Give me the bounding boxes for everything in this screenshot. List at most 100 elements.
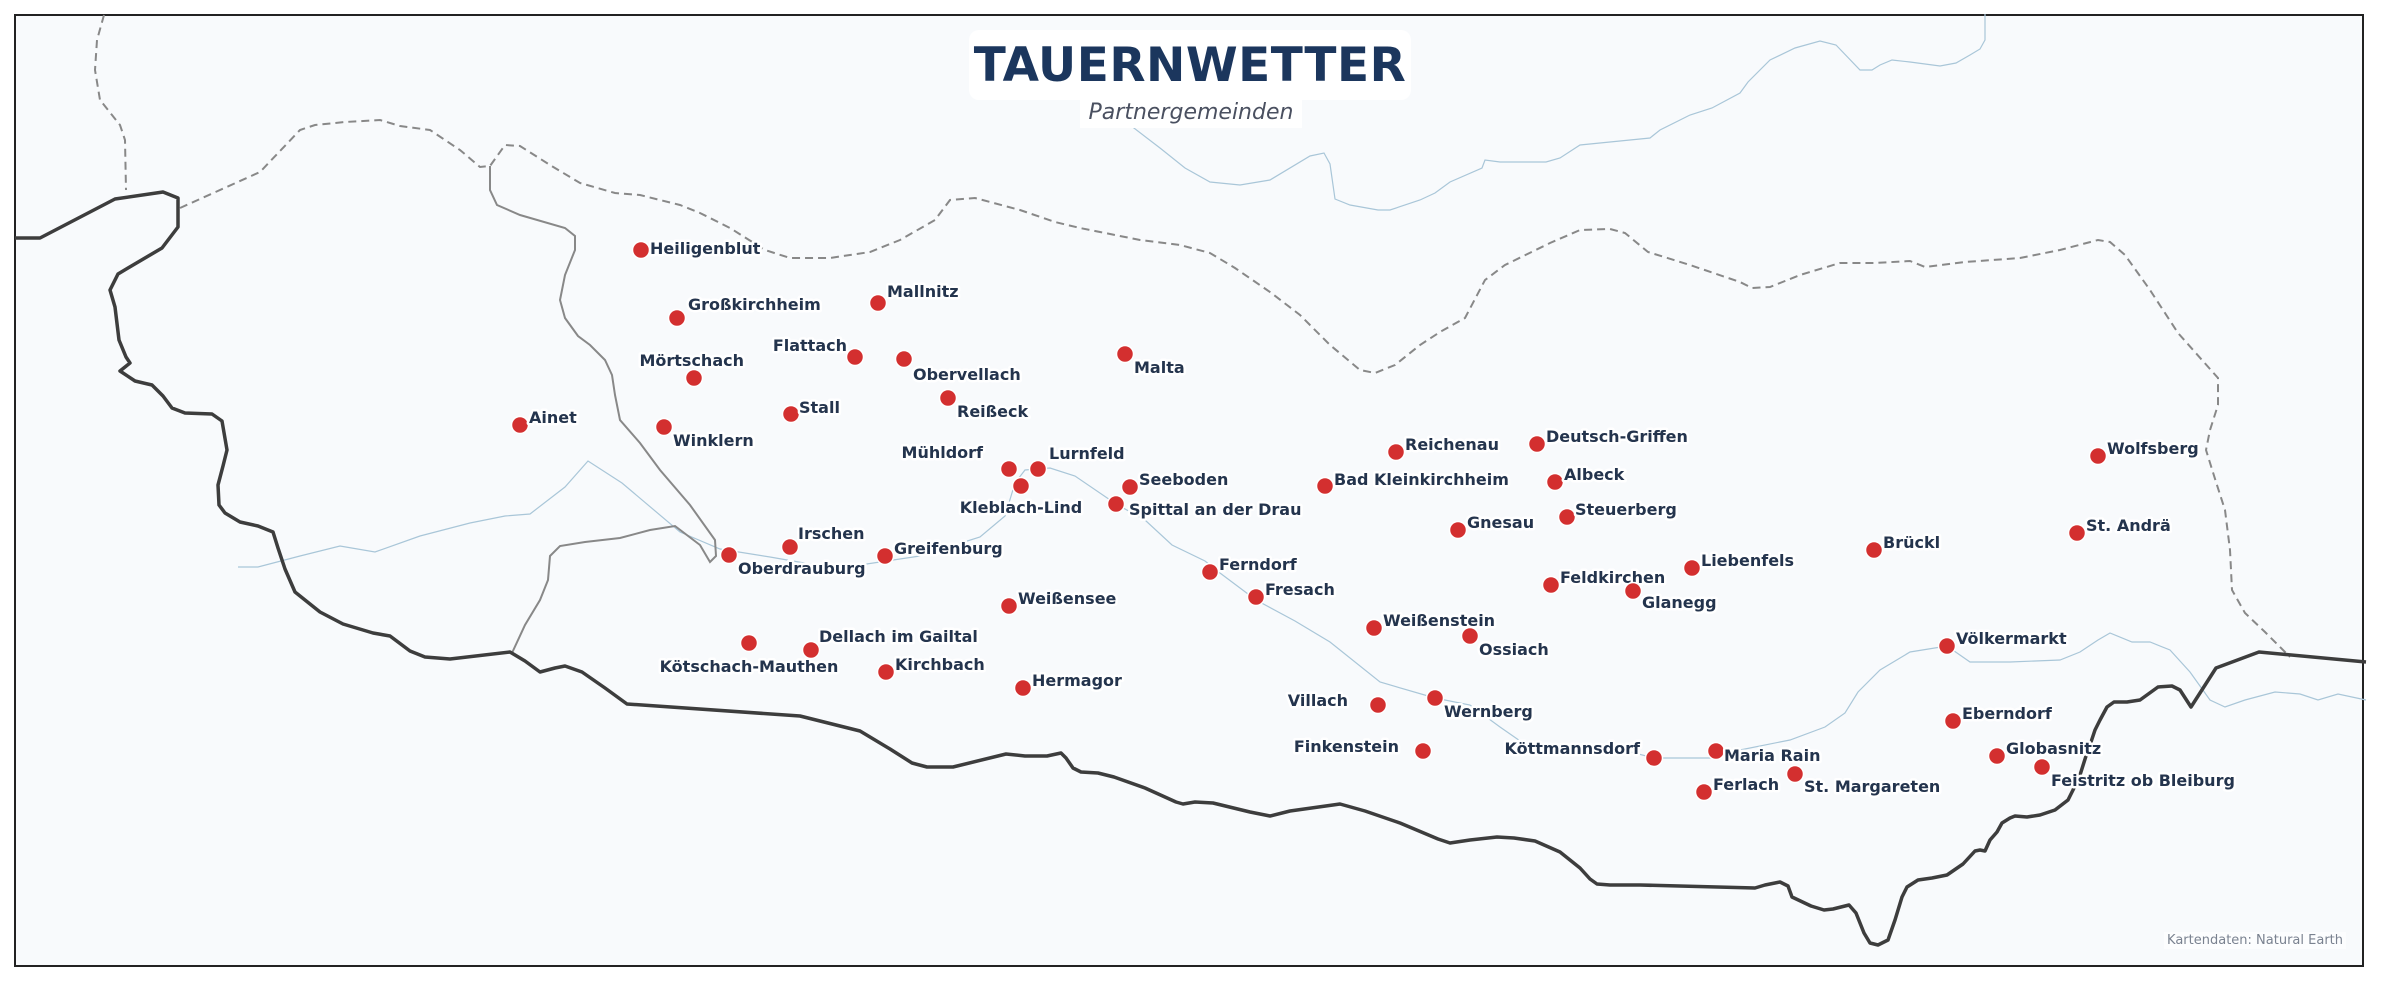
map-pin-icon[interactable] bbox=[1011, 476, 1031, 496]
town-marker[interactable]: Heiligenblut bbox=[631, 237, 763, 261]
town-marker[interactable]: Stall bbox=[781, 396, 842, 424]
town-marker[interactable]: Steuerberg bbox=[1557, 498, 1679, 527]
map-pin-icon[interactable] bbox=[894, 349, 914, 369]
map-pin-icon[interactable] bbox=[1368, 695, 1388, 715]
town-marker[interactable]: Ainet bbox=[510, 406, 580, 435]
map-pin-icon[interactable] bbox=[1448, 520, 1468, 540]
town-marker[interactable]: Malta bbox=[1115, 344, 1187, 380]
map-pin-icon[interactable] bbox=[1644, 748, 1664, 768]
map-pin-icon[interactable] bbox=[1315, 476, 1335, 496]
map-pin-icon[interactable] bbox=[2067, 523, 2087, 543]
map-pin-icon[interactable] bbox=[1386, 442, 1406, 462]
map-pin-icon[interactable] bbox=[1864, 540, 1884, 560]
town-marker[interactable]: Kleblach-Lind bbox=[957, 476, 1085, 520]
map-pin-icon[interactable] bbox=[999, 459, 1019, 479]
town-marker[interactable]: Dellach im Gailtal bbox=[801, 625, 980, 660]
map-pin-icon[interactable] bbox=[1706, 741, 1726, 761]
map-pin-icon[interactable] bbox=[1413, 741, 1433, 761]
map-pin-icon[interactable] bbox=[1028, 459, 1048, 479]
town-marker[interactable]: Seeboden bbox=[1120, 468, 1231, 497]
town-marker[interactable]: Reißeck bbox=[938, 388, 1031, 424]
map-pin-icon[interactable] bbox=[654, 417, 674, 437]
map-pin-icon[interactable] bbox=[1785, 764, 1805, 784]
map-pin-icon[interactable] bbox=[1987, 746, 2007, 766]
town-marker[interactable]: Feldkirchen bbox=[1541, 566, 1668, 595]
town-marker[interactable]: Kirchbach bbox=[876, 653, 987, 682]
map-pin-icon[interactable] bbox=[1694, 782, 1714, 802]
town-marker[interactable]: Köttmannsdorf bbox=[1502, 737, 1664, 768]
map-pin-icon[interactable] bbox=[510, 415, 530, 435]
map-pin-icon[interactable] bbox=[1623, 581, 1643, 601]
town-marker[interactable]: Feistritz ob Bleiburg bbox=[2032, 757, 2237, 793]
map-pin-icon[interactable] bbox=[1545, 472, 1565, 492]
town-marker[interactable]: Mallnitz bbox=[868, 280, 961, 313]
map-pin-icon[interactable] bbox=[1106, 494, 1126, 514]
town-marker[interactable]: St. Margareten bbox=[1785, 764, 1943, 799]
town-marker[interactable]: Winklern bbox=[654, 417, 756, 453]
map-pin-icon[interactable] bbox=[999, 596, 1019, 616]
map-pin-icon[interactable] bbox=[1200, 562, 1220, 582]
town-marker[interactable]: Greifenburg bbox=[875, 537, 1005, 566]
map-pin-icon[interactable] bbox=[1013, 678, 1033, 698]
town-marker[interactable]: Obervellach bbox=[894, 349, 1023, 387]
map-pin-icon[interactable] bbox=[780, 537, 800, 557]
map-pin-icon[interactable] bbox=[845, 347, 865, 367]
map-pin-icon[interactable] bbox=[938, 388, 958, 408]
town-marker[interactable]: Lurnfeld bbox=[1028, 442, 1127, 479]
map-pin-icon[interactable] bbox=[1115, 344, 1135, 364]
town-marker[interactable]: Globasnitz bbox=[1987, 737, 2104, 766]
map-pin-icon[interactable] bbox=[667, 308, 687, 328]
map-pin-icon[interactable] bbox=[1120, 477, 1140, 497]
map-pin-icon[interactable] bbox=[876, 662, 896, 682]
town-marker[interactable]: Villach bbox=[1285, 689, 1388, 715]
town-marker[interactable]: Ferndorf bbox=[1200, 553, 1300, 582]
map-pin-icon[interactable] bbox=[1425, 688, 1445, 708]
town-marker[interactable]: Ferlach bbox=[1694, 773, 1782, 802]
map-pin-icon[interactable] bbox=[1937, 636, 1957, 656]
map-pin-icon[interactable] bbox=[1527, 434, 1547, 454]
town-marker[interactable]: St. Andrä bbox=[2067, 514, 2173, 543]
map-pin-icon[interactable] bbox=[739, 633, 759, 653]
map-pin-icon[interactable] bbox=[875, 546, 895, 566]
map-pin-icon[interactable] bbox=[2032, 757, 2052, 777]
town-marker[interactable]: Spittal an der Drau bbox=[1106, 494, 1304, 522]
town-marker[interactable]: Brückl bbox=[1864, 531, 1943, 560]
town-marker[interactable]: Deutsch-Griffen bbox=[1527, 425, 1690, 454]
town-marker[interactable]: Weißensee bbox=[999, 587, 1119, 616]
town-marker[interactable]: Reichenau bbox=[1386, 433, 1501, 462]
town-marker[interactable]: Großkirchheim bbox=[667, 293, 823, 328]
town-marker[interactable]: Wolfsberg bbox=[2088, 437, 2201, 466]
map-pin-icon[interactable] bbox=[1557, 507, 1577, 527]
town-marker[interactable]: Flattach bbox=[770, 334, 865, 367]
town-marker[interactable]: Maria Rain bbox=[1706, 741, 1823, 768]
map-pin-icon[interactable] bbox=[684, 368, 704, 388]
map-pin-icon[interactable] bbox=[719, 545, 739, 565]
map-pin-icon[interactable] bbox=[1541, 575, 1561, 595]
town-marker[interactable]: Albeck bbox=[1545, 463, 1627, 492]
map-pin-icon[interactable] bbox=[1364, 618, 1384, 638]
map-pin-icon[interactable] bbox=[1460, 626, 1480, 646]
map-pin-icon[interactable] bbox=[1943, 711, 1963, 731]
map-pin-icon[interactable] bbox=[1682, 558, 1702, 578]
town-marker[interactable]: Bad Kleinkirchheim bbox=[1315, 468, 1511, 496]
town-marker[interactable]: Gnesau bbox=[1448, 511, 1537, 540]
town-marker[interactable]: Hermagor bbox=[1013, 669, 1125, 698]
town-marker[interactable]: Wernberg bbox=[1425, 688, 1535, 724]
town-marker[interactable]: Völkermarkt bbox=[1937, 627, 2069, 656]
map-pin-icon[interactable] bbox=[1246, 587, 1266, 607]
town-marker[interactable]: Mörtschach bbox=[637, 349, 747, 388]
town-marker[interactable]: Glanegg bbox=[1623, 581, 1719, 615]
town-marker[interactable]: Liebenfels bbox=[1682, 549, 1797, 578]
map-pin-icon[interactable] bbox=[868, 293, 888, 313]
town-marker[interactable]: Weißenstein bbox=[1364, 609, 1498, 638]
town-marker[interactable]: Ossiach bbox=[1460, 626, 1551, 662]
map-pin-icon[interactable] bbox=[631, 240, 651, 260]
map-pin-icon[interactable] bbox=[2088, 446, 2108, 466]
town-marker[interactable]: Eberndorf bbox=[1943, 702, 2055, 731]
map-pin-icon[interactable] bbox=[801, 640, 821, 660]
map-pin-icon[interactable] bbox=[781, 404, 801, 424]
town-marker[interactable]: Irschen bbox=[780, 522, 867, 557]
town-marker[interactable]: Oberdrauburg bbox=[719, 545, 868, 581]
town-marker[interactable]: Fresach bbox=[1246, 578, 1337, 607]
